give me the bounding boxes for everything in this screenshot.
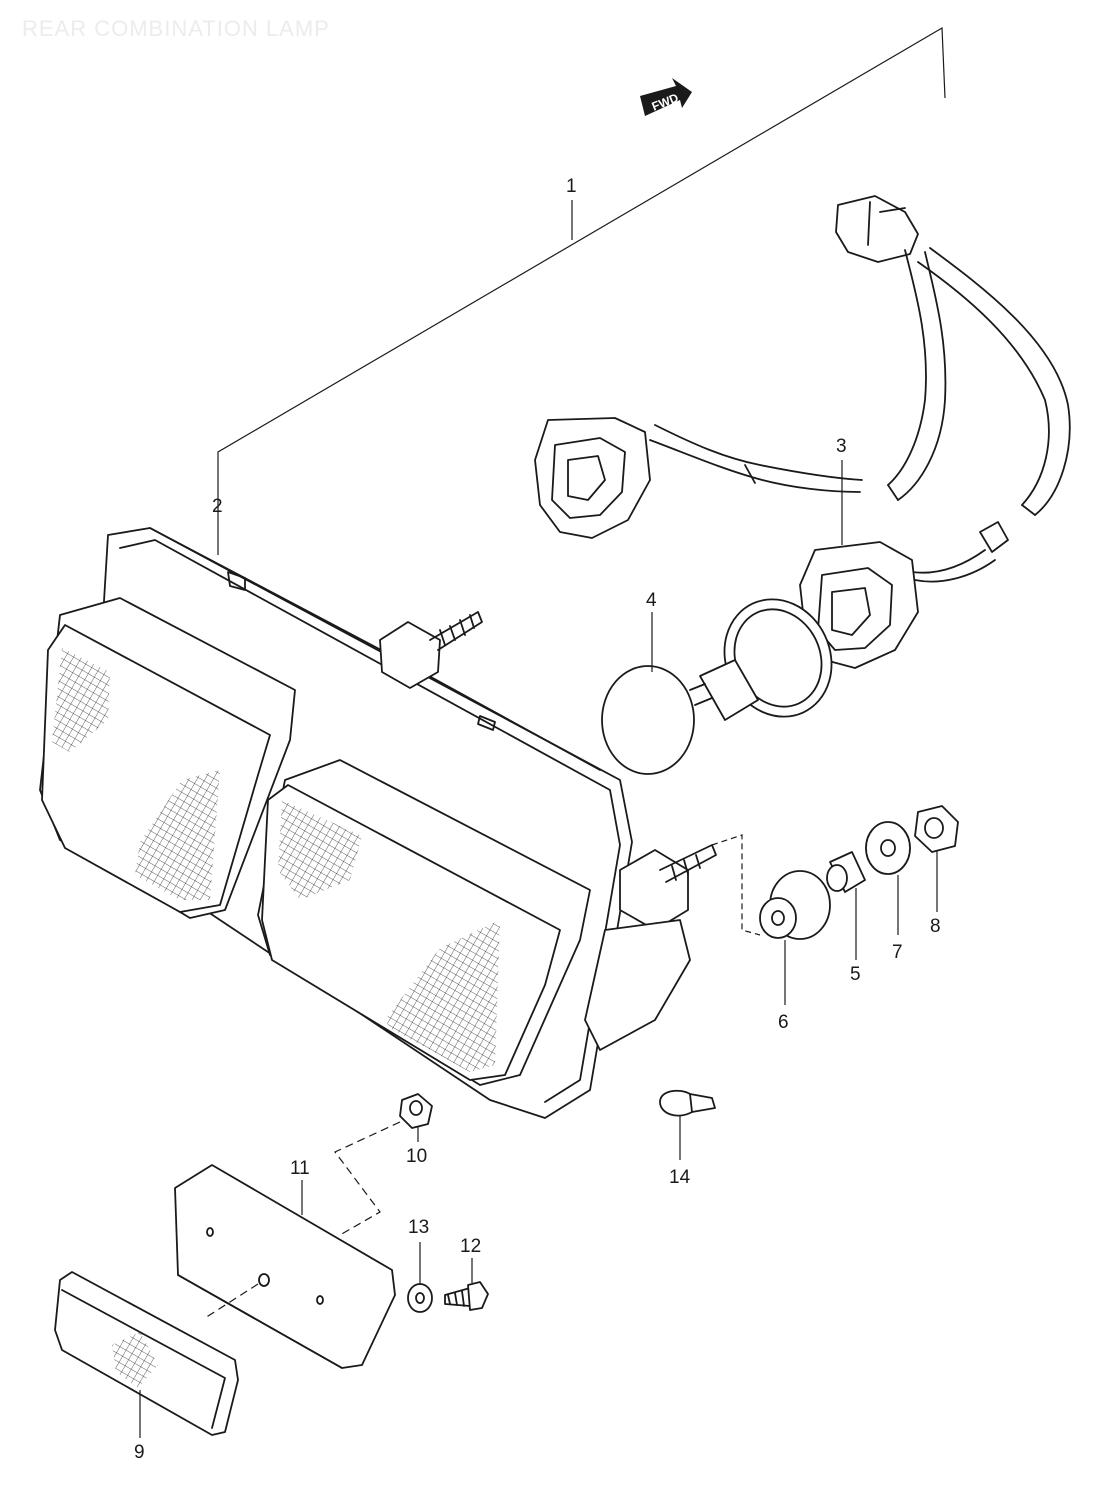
assembly-bracket — [217, 26, 946, 555]
wiring-harness — [649, 195, 1071, 583]
callout-8: 8 — [930, 916, 941, 937]
lamp-housing — [39, 527, 717, 1119]
callout-14: 14 — [669, 1167, 691, 1188]
callout-5: 5 — [850, 964, 861, 985]
callout-10: 10 — [406, 1146, 427, 1167]
callout-11: 11 — [290, 1158, 310, 1179]
license-bracket — [174, 1164, 396, 1369]
fastener-stack — [711, 805, 959, 940]
callout-7: 7 — [892, 942, 903, 963]
lower-bulb-socket — [799, 541, 919, 669]
callout-3: 3 — [836, 436, 847, 457]
screw-and-washer — [407, 1281, 489, 1313]
callout-9: 9 — [134, 1442, 145, 1463]
fwd-arrow-icon: FWD — [640, 78, 692, 116]
upper-bulb-socket — [534, 417, 651, 539]
bulb — [601, 598, 833, 775]
callout-13: 13 — [408, 1217, 429, 1238]
wedge-bulb — [659, 1089, 716, 1117]
diagram-title: REAR COMBINATION LAMP — [22, 16, 330, 41]
callout-2: 2 — [212, 496, 223, 517]
nut-part-10 — [334, 1093, 433, 1236]
callout-4: 4 — [646, 590, 657, 611]
reflector — [54, 1271, 239, 1436]
leader-lines — [139, 460, 938, 1438]
callouts: 1 2 3 4 5 6 7 8 9 10 11 12 13 14 — [134, 176, 941, 1463]
callout-1: 1 — [566, 176, 577, 197]
callout-6: 6 — [778, 1012, 789, 1033]
callout-12: 12 — [460, 1236, 481, 1257]
